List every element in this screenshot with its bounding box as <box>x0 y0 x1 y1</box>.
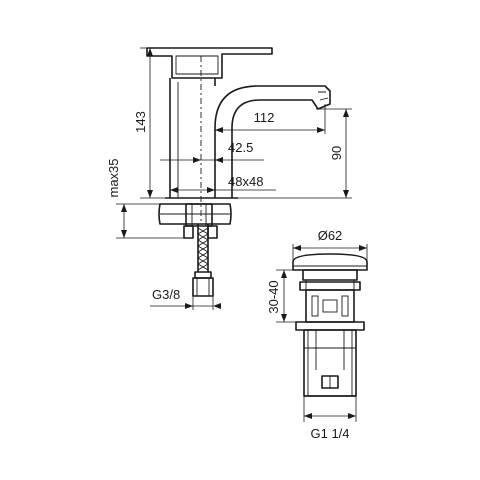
label-42-5: 42.5 <box>228 140 253 155</box>
label-max35: max35 <box>106 158 121 197</box>
label-90: 90 <box>329 146 344 160</box>
faucet <box>146 47 331 297</box>
dim-body-offset: 42.5 <box>160 140 264 163</box>
faucet-body <box>169 78 331 198</box>
dim-body-section: 48x48 <box>170 174 276 193</box>
deck-plate <box>158 203 232 225</box>
waste-valve <box>292 253 368 397</box>
label-143: 143 <box>133 111 148 133</box>
supply-hose <box>192 224 214 297</box>
dim-waste-diameter: Ø62 <box>292 228 368 262</box>
dim-waste-thread: G1 1/4 <box>303 396 357 441</box>
dim-deck-thickness: max35 <box>106 158 184 239</box>
dim-waste-lift: 30-40 <box>266 269 303 323</box>
dim-spout-reach: 112 <box>215 104 326 134</box>
waste-cap <box>292 253 368 271</box>
dim-hose-thread: G3/8 <box>150 287 221 310</box>
label-48x48: 48x48 <box>228 174 263 189</box>
faucet-lever <box>146 47 273 79</box>
dim-height-total: 143 <box>133 47 165 199</box>
label-112: 112 <box>254 110 275 125</box>
label-30-40: 30-40 <box>266 280 281 313</box>
dim-spout-height: 90 <box>238 108 352 199</box>
label-g3-8: G3/8 <box>152 287 180 302</box>
label-diameter-62: Ø62 <box>318 228 343 243</box>
label-g1-1-4: G1 1/4 <box>310 426 349 441</box>
